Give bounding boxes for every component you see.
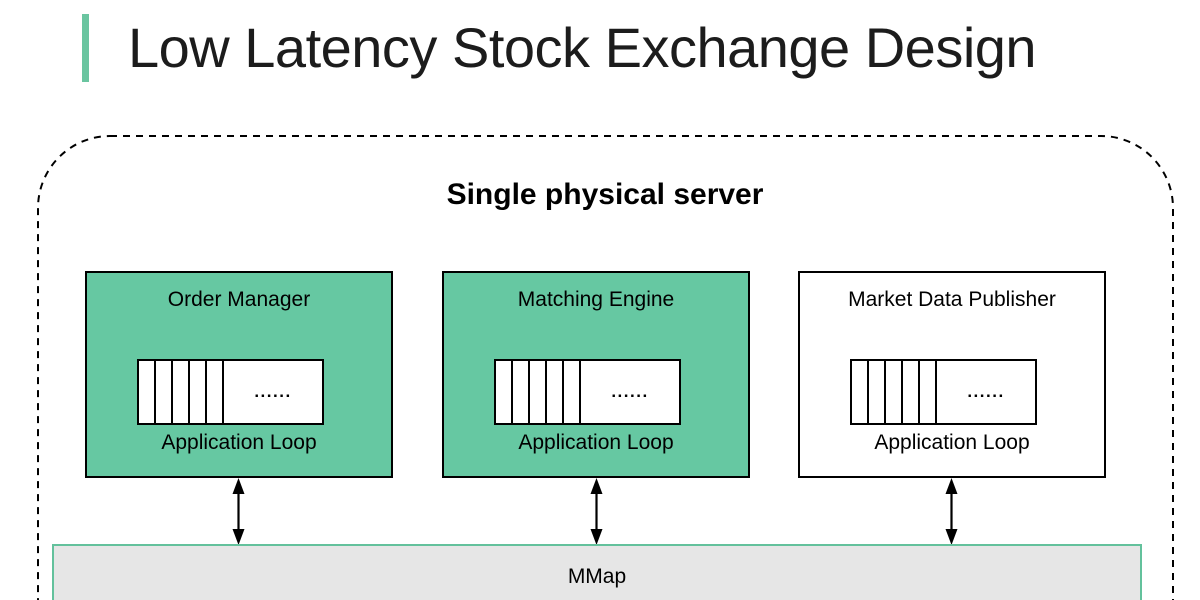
ring-buffer: ...... [494, 359, 681, 425]
mmap-bar: MMap [52, 544, 1142, 600]
queue-cell [513, 361, 530, 423]
queue-cell [886, 361, 903, 423]
queue-cell [173, 361, 190, 423]
component-box-matching-engine: Matching Engine ...... Application Loop [442, 271, 750, 478]
queue-cell [547, 361, 564, 423]
mmap-label: MMap [567, 565, 627, 588]
server-boundary-dashed [37, 135, 1174, 600]
component-box-market-data-publisher: Market Data Publisher ...... Application… [798, 271, 1106, 478]
queue-cell [190, 361, 207, 423]
server-boundary-label: Single physical server [446, 178, 764, 211]
queue-cell [207, 361, 224, 423]
title-accent-bar [82, 14, 89, 82]
queue-cell [564, 361, 581, 423]
arrow-matching-engine-mmap [590, 478, 603, 545]
queue-dots: ...... [254, 382, 292, 401]
page-title: Low Latency Stock Exchange Design [128, 16, 1037, 79]
queue-cell [852, 361, 869, 423]
component-title: Market Data Publisher [848, 288, 1056, 311]
arrow-order-manager-mmap [232, 478, 245, 545]
queue-cell [496, 361, 513, 423]
queue-cell [920, 361, 937, 423]
queue-cell [139, 361, 156, 423]
queue-cell [869, 361, 886, 423]
queue-dots: ...... [611, 382, 649, 401]
application-loop-label: Application Loop [161, 431, 317, 454]
application-loop-label: Application Loop [518, 431, 674, 454]
application-loop-label: Application Loop [874, 431, 1030, 454]
arrow-market-data-publisher-mmap [945, 478, 958, 545]
ring-buffer: ...... [137, 359, 324, 425]
component-box-order-manager: Order Manager ...... Application Loop [85, 271, 393, 478]
queue-cell [530, 361, 547, 423]
ring-buffer: ...... [850, 359, 1037, 425]
queue-cell [903, 361, 920, 423]
queue-dots: ...... [967, 382, 1005, 401]
queue-cell [156, 361, 173, 423]
component-title: Order Manager [167, 288, 311, 311]
component-title: Matching Engine [517, 288, 675, 311]
